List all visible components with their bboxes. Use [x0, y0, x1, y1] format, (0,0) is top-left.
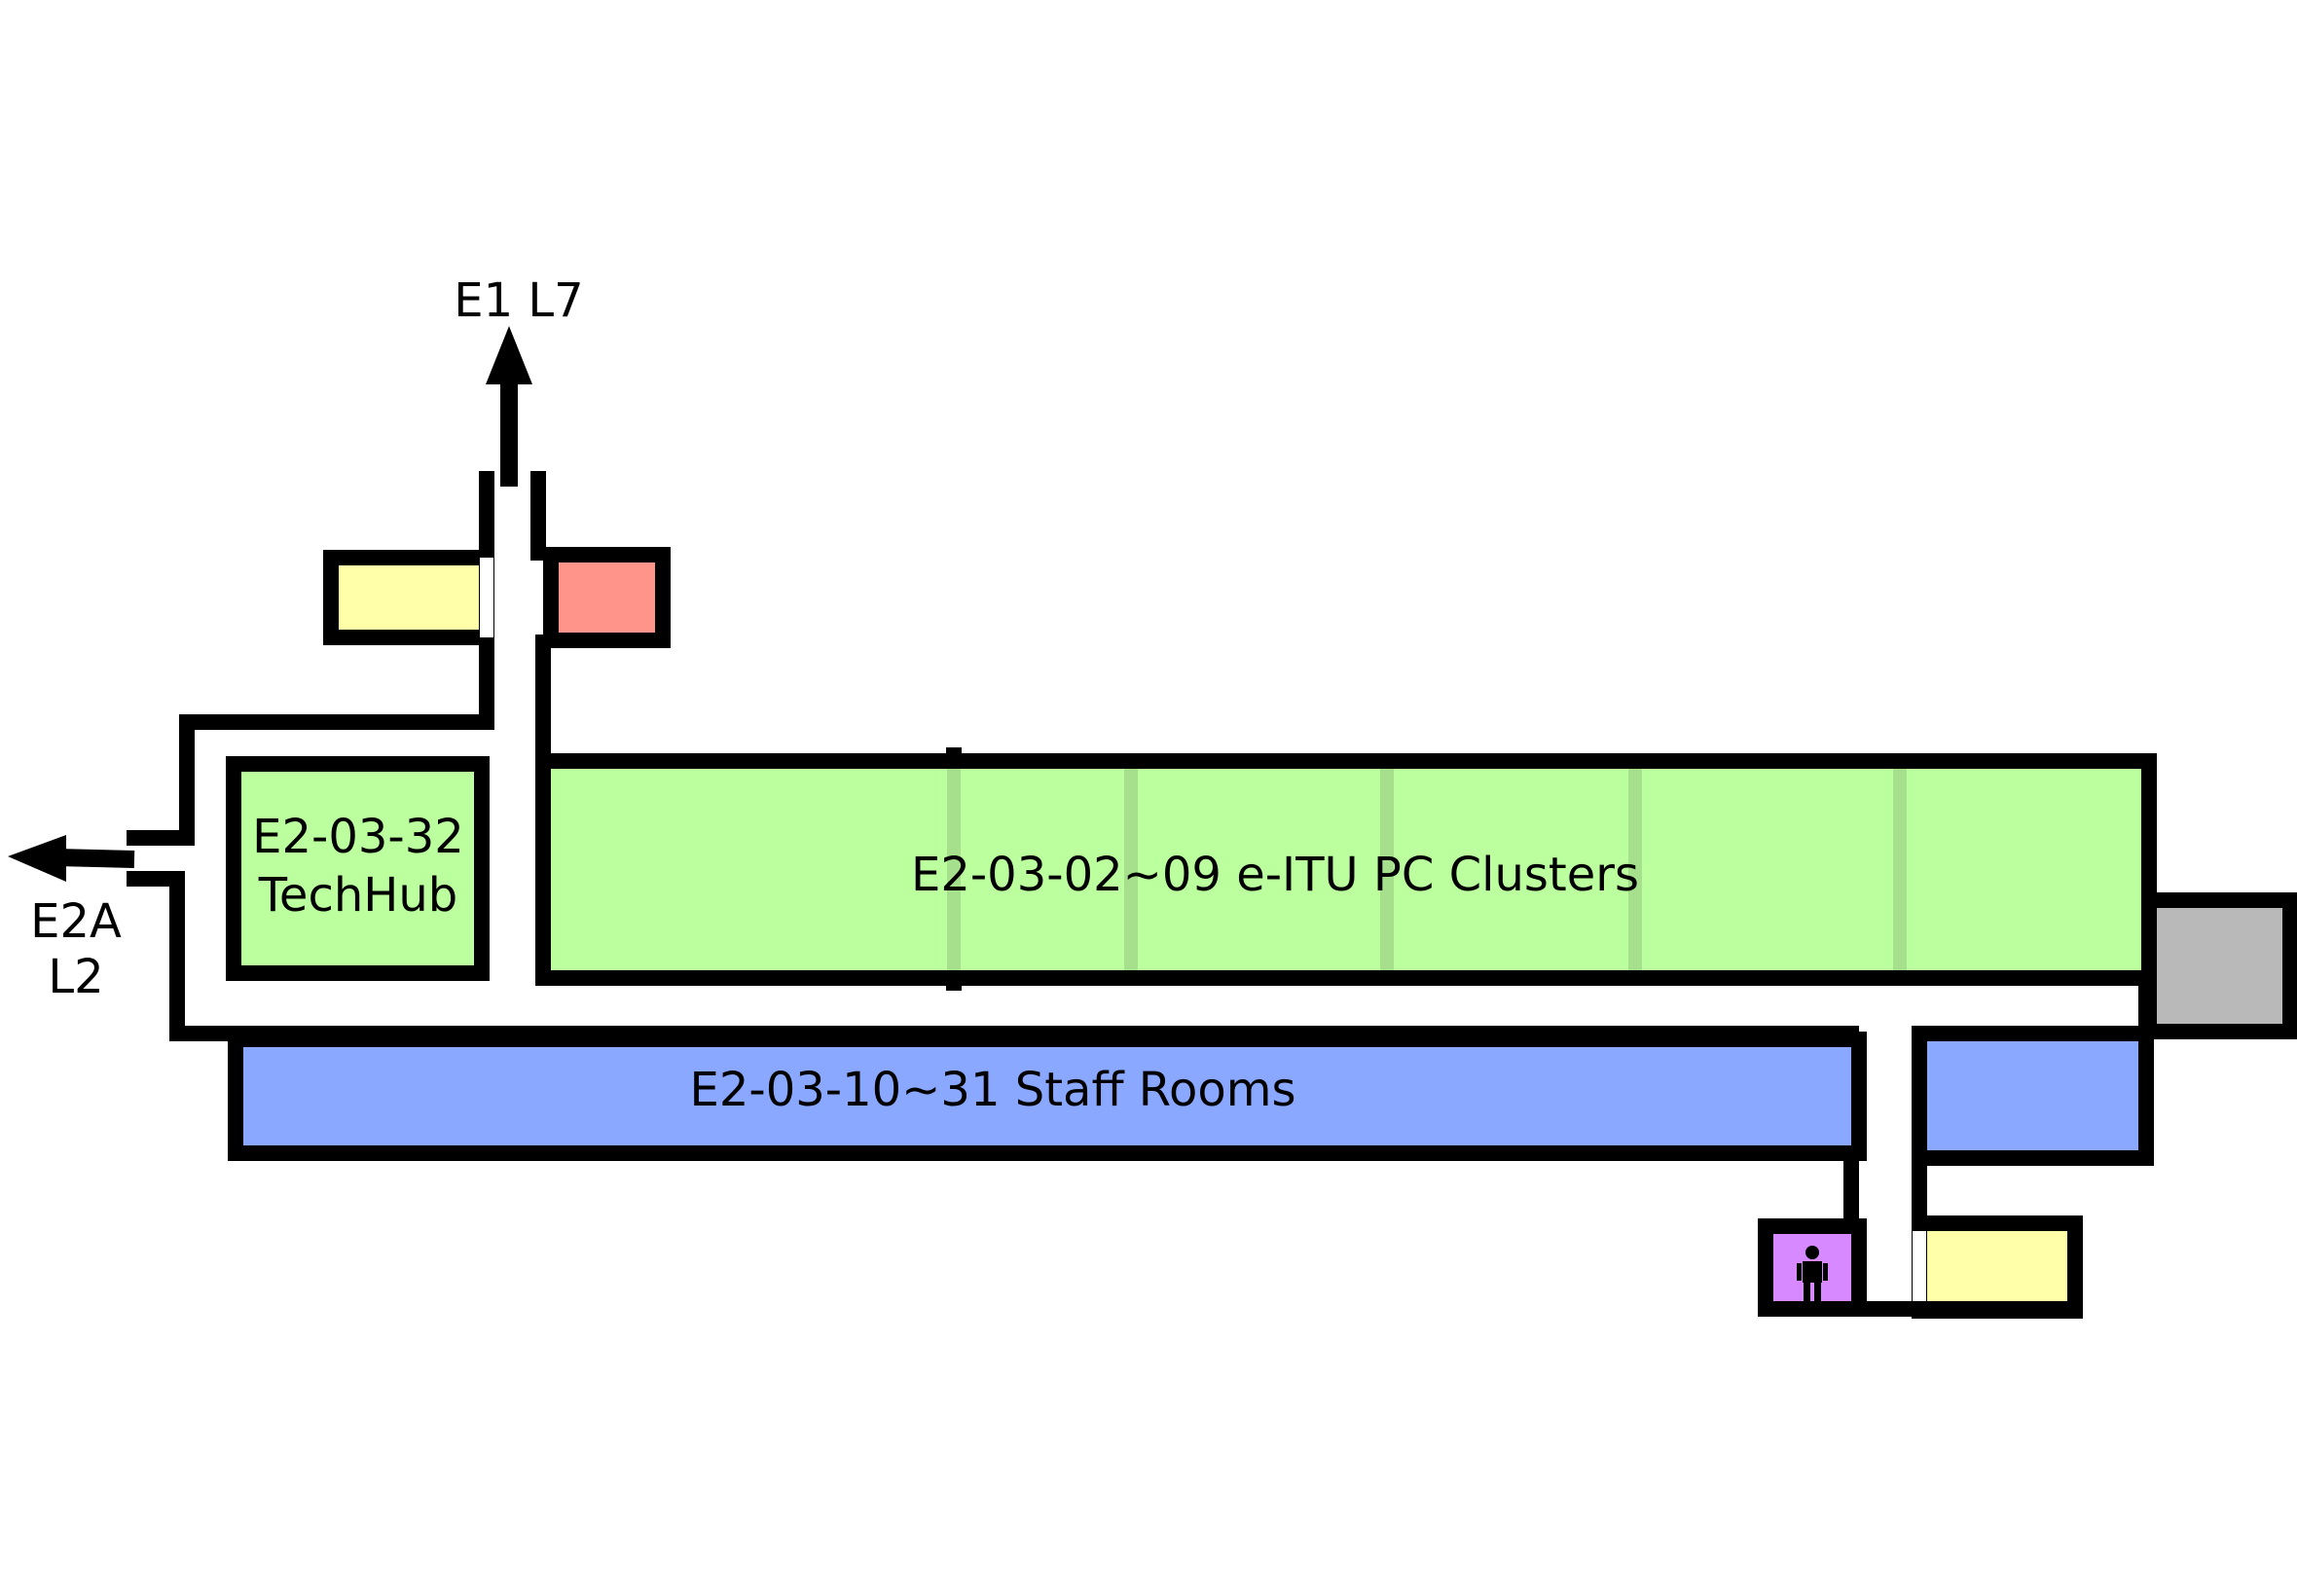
pc-cluster-dividers	[947, 769, 1907, 970]
exit-e2a-arrow-left-icon	[8, 835, 135, 882]
lift-room[interactable]	[1758, 1218, 1867, 1317]
grey-room	[2141, 892, 2297, 1039]
person-icon	[1797, 1246, 1828, 1302]
staff-rooms[interactable]	[228, 1032, 1867, 1161]
toilet-room-top	[323, 550, 494, 645]
techhub-label-line1: E2-03-32	[252, 810, 464, 864]
e1-l7-label: E1 L7	[454, 273, 583, 328]
exit-e1-arrow-up-icon	[486, 326, 532, 487]
techhub-label-line2: TechHub	[258, 868, 458, 923]
toilet-room-bottom	[1912, 1215, 2083, 1319]
staff-rooms-label: E2-03-10~31 Staff Rooms	[690, 1063, 1296, 1117]
pc-clusters-label: E2-03-02~09 e-ITU PC Clusters	[911, 848, 1639, 902]
e2a-label-line2: L2	[48, 950, 103, 1004]
staff-room-small[interactable]	[1912, 1026, 2154, 1166]
techhub-room[interactable]	[226, 756, 490, 981]
red-room	[543, 547, 671, 648]
e2a-label-line1: E2A	[30, 894, 122, 949]
pc-clusters-room[interactable]	[535, 753, 2157, 986]
